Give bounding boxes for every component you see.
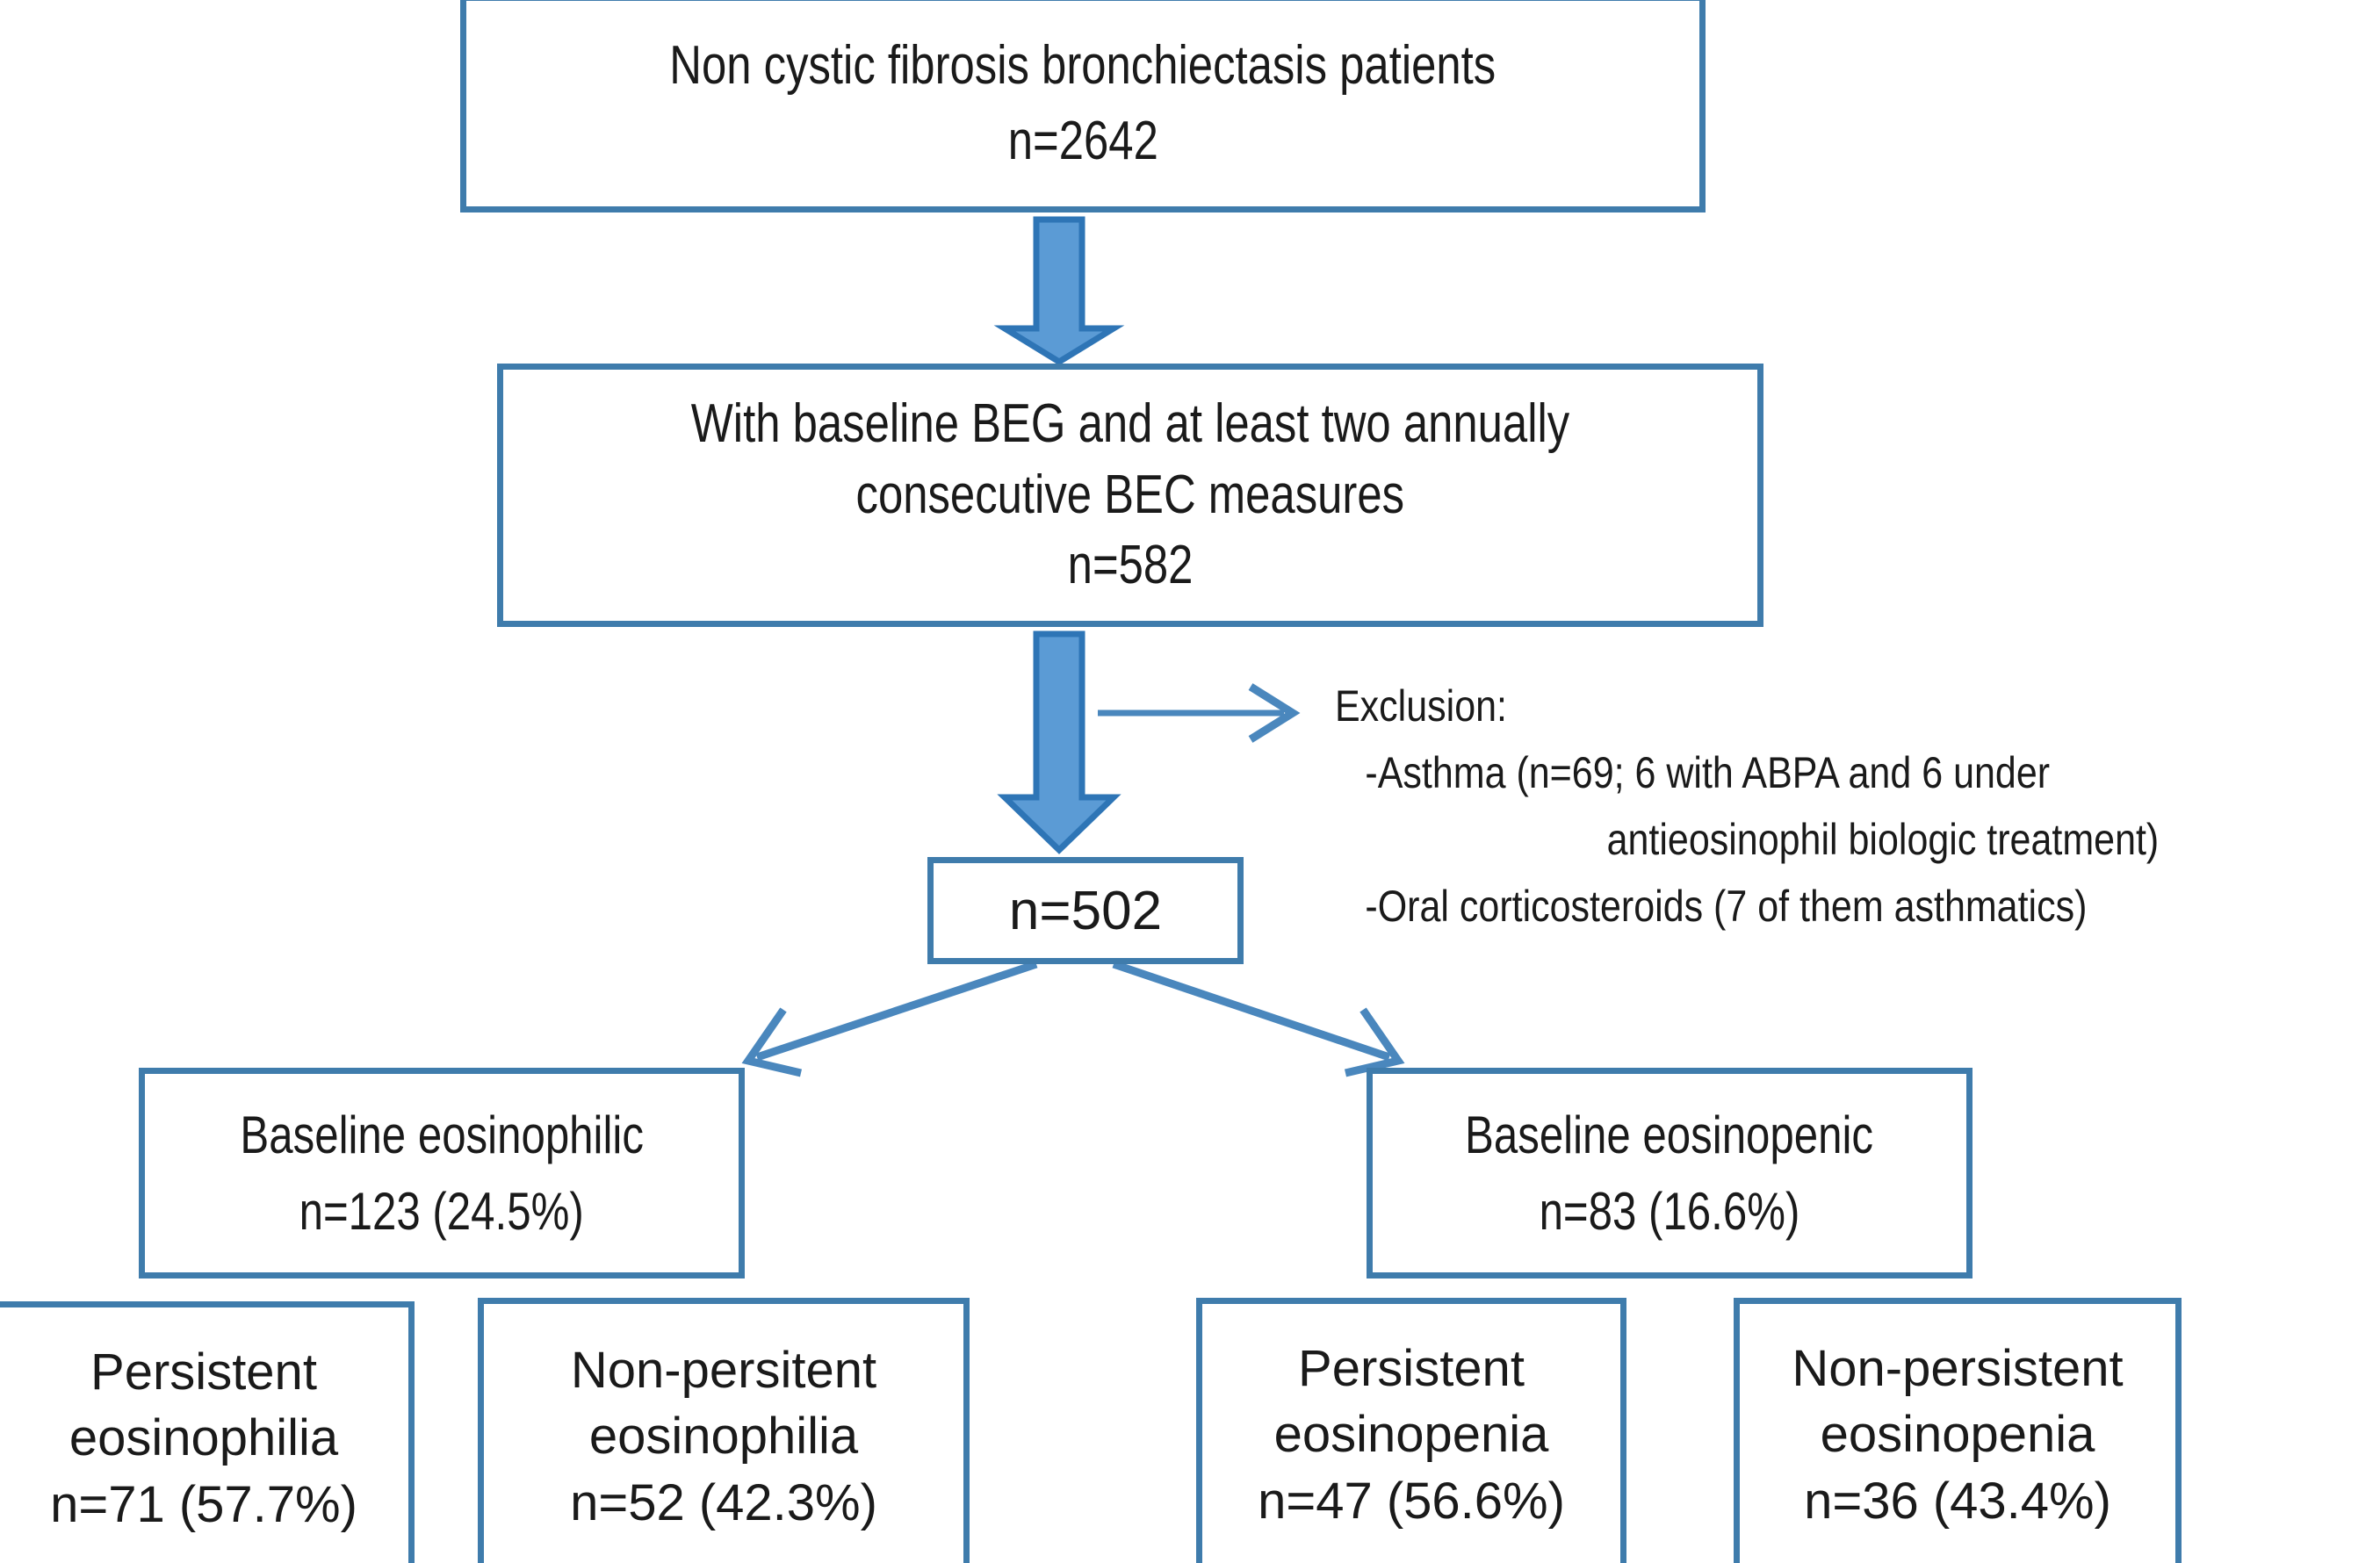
baseline-eosinopenic-label: Baseline eosinopenic	[1465, 1106, 1874, 1164]
persistent-eosinophilia-line-2: eosinophilia	[69, 1409, 339, 1467]
node-baseline-eosinophilic: Baseline eosinophilic n=123 (24.5%)	[139, 1068, 745, 1278]
node-non-persistent-eosinophilia: Non-persitent eosinophilia n=52 (42.3%)	[478, 1298, 970, 1563]
baseline-eosinopenic-count: n=83 (16.6%)	[1539, 1182, 1800, 1241]
non-persistent-eosinopenia-line-2: eosinopenia	[1820, 1406, 2095, 1464]
node-baseline-eosinopenic: Baseline eosinopenic n=83 (16.6%)	[1367, 1068, 1973, 1278]
exclusion-item-asthma-line-2: antieosinophil biologic treatment)	[1606, 815, 2160, 864]
exclusion-item-corticosteroids: -Oral corticosteroids (7 of them asthmat…	[1365, 882, 2088, 931]
persistent-eosinopenia-count: n=47 (56.6%)	[1258, 1472, 1565, 1530]
node-eligible: With baseline BEG and at least two annua…	[497, 364, 1763, 627]
node-analysed: n=502	[927, 857, 1244, 964]
non-persistent-eosinophilia-count: n=52 (42.3%)	[570, 1473, 877, 1531]
arrow-analysed-to-eosinopenic	[1112, 960, 1405, 1077]
persistent-eosinopenia-line-1: Persistent	[1298, 1339, 1525, 1397]
node-non-persistent-eosinopenia: Non-persistent eosinopenia n=36 (43.4%)	[1734, 1298, 2182, 1563]
non-persistent-eosinophilia-line-1: Non-persitent	[570, 1341, 877, 1399]
cohort-count: n=2642	[1007, 111, 1158, 171]
eligible-count: n=582	[1067, 535, 1194, 596]
eligible-line-2: consecutive BEC measures	[855, 464, 1405, 525]
baseline-eosinophilic-count: n=123 (24.5%)	[299, 1182, 585, 1241]
exclusion-heading: Exclusion:	[1335, 681, 1507, 731]
block-arrow-eligible-to-analysed	[997, 630, 1121, 854]
baseline-eosinophilic-label: Baseline eosinophilic	[240, 1106, 644, 1164]
exclusion-note: Exclusion: -Asthma (n=69; 6 with ABPA an…	[1335, 673, 2380, 940]
node-cohort: Non cystic fibrosis bronchiectasis patie…	[460, 0, 1706, 212]
persistent-eosinophilia-line-1: Persistent	[90, 1343, 317, 1401]
persistent-eosinophilia-count: n=71 (57.7%)	[50, 1475, 357, 1533]
block-arrow-cohort-to-eligible	[993, 216, 1125, 366]
node-persistent-eosinopenia: Persistent eosinopenia n=47 (56.6%)	[1196, 1298, 1626, 1563]
exclusion-item-asthma-line-1: -Asthma (n=69; 6 with ABPA and 6 under	[1365, 748, 2051, 797]
non-persistent-eosinophilia-line-2: eosinophilia	[588, 1408, 859, 1466]
persistent-eosinopenia-line-2: eosinopenia	[1273, 1406, 1549, 1464]
arrow-to-exclusion	[1098, 683, 1301, 743]
analysed-count: n=502	[1008, 880, 1163, 941]
eligible-line-1: With baseline BEG and at least two annua…	[690, 393, 1570, 455]
node-persistent-eosinophilia: Persistent eosinophilia n=71 (57.7%)	[0, 1301, 415, 1563]
cohort-label: Non cystic fibrosis bronchiectasis patie…	[669, 35, 1497, 97]
non-persistent-eosinopenia-line-1: Non-persistent	[1792, 1339, 2124, 1397]
arrow-analysed-to-eosinophilic	[741, 960, 1038, 1077]
non-persistent-eosinopenia-count: n=36 (43.4%)	[1804, 1472, 2111, 1530]
